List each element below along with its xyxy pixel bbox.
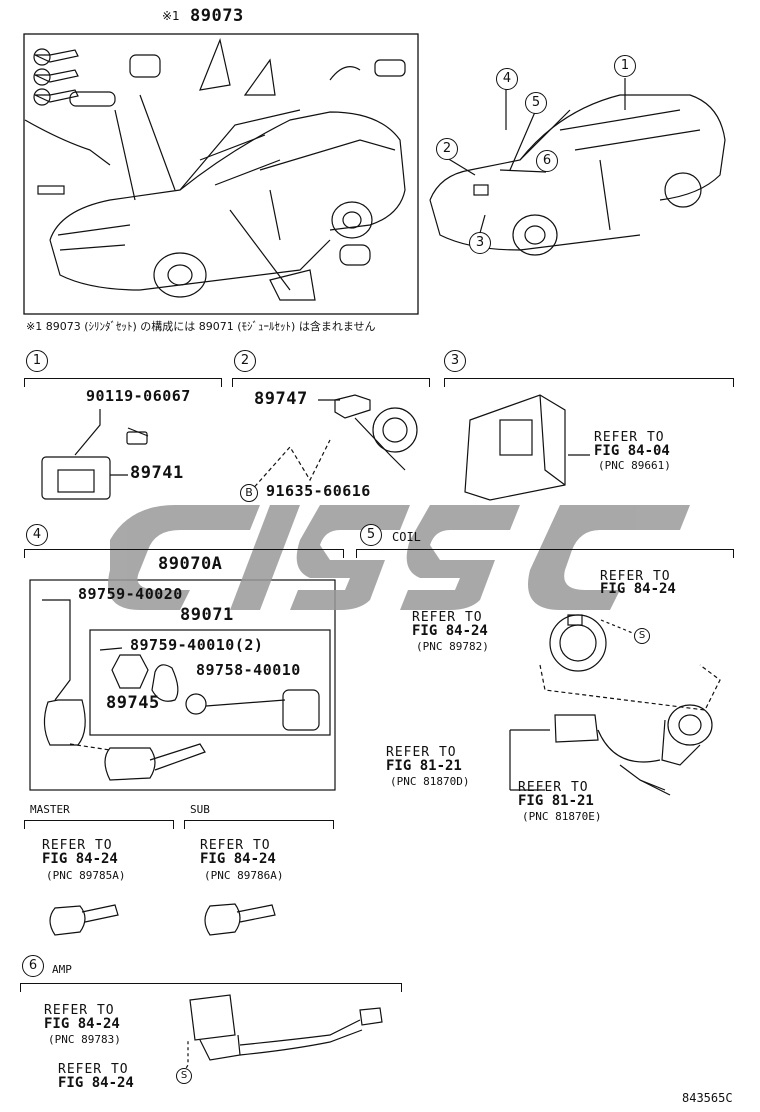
coil-ref-1-refer-to: REFER TO (600, 569, 671, 584)
footnote: ※1 89073 (ｼﾘﾝﾀﾞｾｯﾄ) の構成には 89071 (ﾓｼﾞｭｰﾙｾ… (26, 320, 376, 333)
section-4-bracket (24, 549, 344, 558)
note-mark: ※1 (162, 9, 180, 23)
assembly-89070a: 89070A (158, 554, 223, 574)
section-3-number: 3 (444, 350, 466, 372)
marker-s-coil: S (634, 628, 650, 644)
sub-pnc: (PNC 89786A) (204, 869, 284, 882)
main-part-number: 89073 (190, 6, 244, 26)
section-1-bracket (24, 378, 222, 387)
section-3-refer-to: REFER TO (594, 430, 665, 445)
callout-1: 1 (614, 55, 636, 77)
coil-ref-4-pnc: (PNC 81870E) (522, 810, 602, 823)
section-6-number: 6 (22, 955, 44, 977)
callout-5: 5 (525, 92, 547, 114)
amp-ref-1-fig: FIG 84-24 (44, 1016, 120, 1032)
part-89741: 89741 (130, 463, 184, 483)
master-bracket (24, 820, 174, 829)
section-2-number: 2 (234, 350, 256, 372)
part-89758-40010: 89758-40010 (196, 661, 301, 679)
amp-ref-2-fig: FIG 84-24 (58, 1075, 134, 1091)
part-89071: 89071 (180, 605, 234, 625)
part-91635-60616: 91635-60616 (266, 482, 371, 500)
sub-label: SUB (190, 803, 210, 816)
section-3-fig: FIG 84-04 (594, 443, 670, 459)
diagram-code: 843565C (682, 1091, 733, 1105)
amp-ref-1-pnc: (PNC 89783) (48, 1033, 121, 1046)
section-5-bracket (356, 549, 734, 558)
sub-bracket (184, 820, 334, 829)
marker-s-amp: S (176, 1068, 192, 1084)
part-90119-06067: 90119-06067 (86, 387, 191, 405)
section-1-number: 1 (26, 350, 48, 372)
coil-ref-3-fig: FIG 81-21 (386, 758, 462, 774)
section-6-label: AMP (52, 963, 72, 976)
lock-cylinders (24, 37, 406, 301)
sub-refer-to: REFER TO (200, 838, 271, 853)
part-89745: 89745 (106, 693, 160, 713)
master-refer-to: REFER TO (42, 838, 113, 853)
callout-4: 4 (496, 68, 518, 90)
sub-fig: FIG 84-24 (200, 851, 276, 867)
section-3-bracket (444, 378, 734, 387)
coil-ref-3-refer-to: REFER TO (386, 745, 457, 760)
coil-ref-2-refer-to: REFER TO (412, 610, 483, 625)
section-5-label: COIL (392, 530, 421, 544)
master-pnc: (PNC 89785A) (46, 869, 126, 882)
coil-ref-1-fig: FIG 84-24 (600, 581, 676, 597)
callout-6: 6 (536, 150, 558, 172)
part-89747: 89747 (254, 389, 308, 409)
coil-ref-4-refer-to: REFER TO (518, 780, 589, 795)
car-illustration-left (49, 94, 406, 298)
callout-3: 3 (469, 232, 491, 254)
coil-ref-2-fig: FIG 84-24 (412, 623, 488, 639)
marker-b: B (240, 484, 258, 502)
callout-2: 2 (436, 138, 458, 160)
master-fig: FIG 84-24 (42, 851, 118, 867)
section-3-pnc: (PNC 89661) (598, 459, 671, 472)
section-5-number: 5 (360, 524, 382, 546)
coil-ref-4-fig: FIG 81-21 (518, 793, 594, 809)
master-label: MASTER (30, 803, 70, 816)
part-89759-40010: 89759-40010(2) (130, 636, 264, 654)
kit-frame (23, 33, 419, 315)
coil-ref-3-pnc: (PNC 81870D) (390, 775, 470, 788)
section-4-number: 4 (26, 524, 48, 546)
section-2-bracket (232, 378, 430, 387)
car-illustration-right (429, 78, 726, 256)
amp-ref-2-refer-to: REFER TO (58, 1062, 129, 1077)
coil-ref-2-pnc: (PNC 89782) (416, 640, 489, 653)
watermark-logo (108, 505, 690, 610)
section-6-bracket (20, 983, 402, 992)
part-89759-40020: 89759-40020 (78, 585, 183, 603)
amp-ref-1-refer-to: REFER TO (44, 1003, 115, 1018)
keys-cluster (33, 48, 116, 195)
